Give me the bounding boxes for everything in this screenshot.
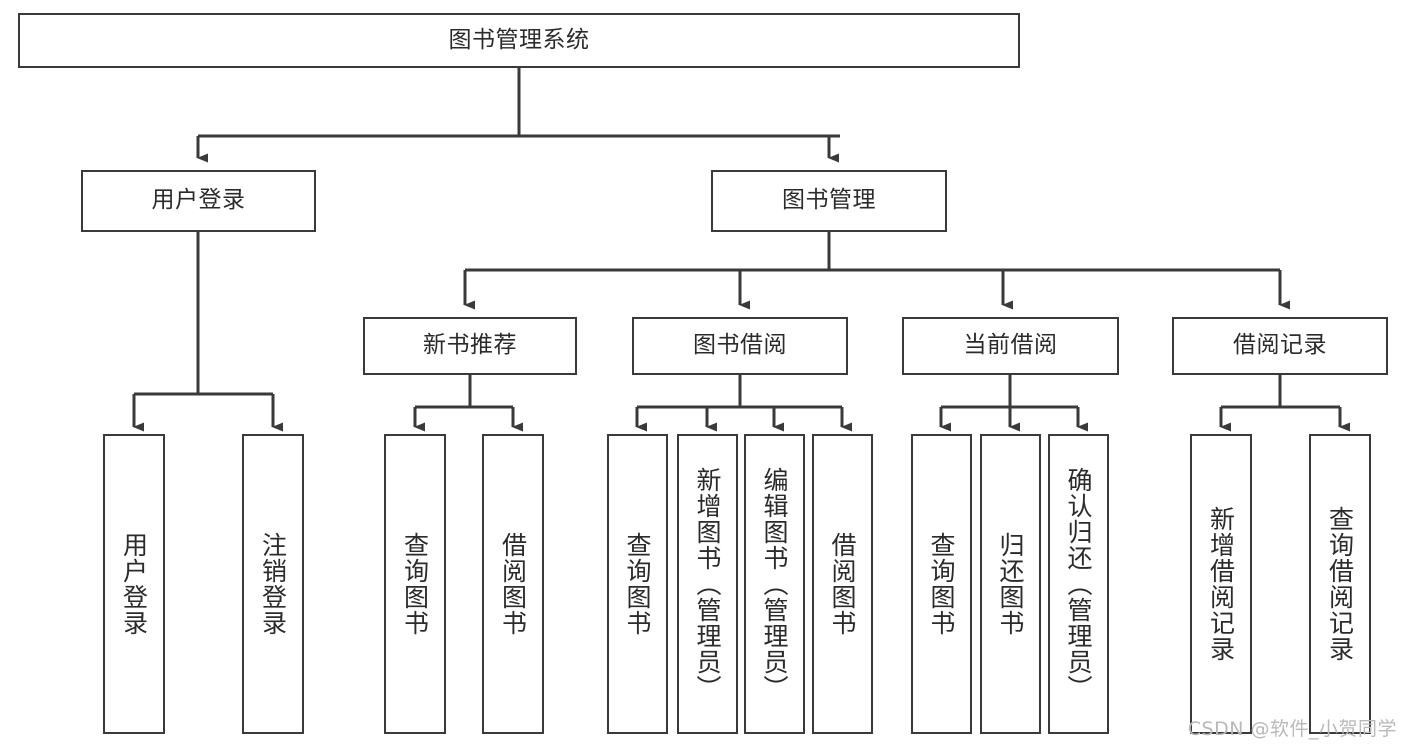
- node-root-label: 图书管理系统: [448, 26, 590, 53]
- leaf-current-borrow-2[interactable]: 归还图书: [980, 434, 1041, 734]
- node-book-borrow-label: 图书借阅: [693, 332, 787, 359]
- leaf-borrow-record-1[interactable]: 新增借阅记录: [1190, 434, 1252, 734]
- leaf-borrow-record-2[interactable]: 查询借阅记录: [1309, 434, 1371, 734]
- node-current-borrow[interactable]: 当前借阅: [902, 317, 1119, 375]
- leaf-user-login-2[interactable]: 注销登录: [242, 434, 304, 734]
- node-current-borrow-label: 当前借阅: [963, 332, 1058, 359]
- leaf-current-borrow-1-label: 查询图书: [927, 532, 956, 636]
- leaf-book-borrow-3-label: 编辑图书（管理员）: [760, 467, 789, 701]
- leaf-user-login-1[interactable]: 用户登录: [103, 434, 165, 734]
- leaf-current-borrow-1[interactable]: 查询图书: [911, 434, 972, 734]
- leaf-new-book-2[interactable]: 借阅图书: [482, 434, 544, 734]
- leaf-book-borrow-4[interactable]: 借阅图书: [812, 434, 873, 734]
- node-user-login[interactable]: 用户登录: [81, 170, 316, 232]
- leaf-book-borrow-2-label: 新增图书（管理员）: [693, 467, 722, 701]
- node-root[interactable]: 图书管理系统: [18, 13, 1020, 68]
- node-user-login-label: 用户登录: [151, 187, 246, 214]
- leaf-current-borrow-2-label: 归还图书: [996, 532, 1025, 636]
- node-borrow-record-label: 借阅记录: [1233, 332, 1327, 359]
- leaf-book-borrow-2[interactable]: 新增图书（管理员）: [677, 434, 738, 734]
- node-new-book-recommend-label: 新书推荐: [423, 332, 517, 359]
- leaf-current-borrow-3[interactable]: 确认归还（管理员）: [1048, 434, 1109, 734]
- leaf-book-borrow-4-label: 借阅图书: [828, 532, 857, 636]
- node-book-manage-label: 图书管理: [782, 187, 876, 214]
- leaf-new-book-1-label: 查询图书: [400, 532, 430, 636]
- leaf-new-book-1[interactable]: 查询图书: [384, 434, 446, 734]
- leaf-borrow-record-2-label: 查询借阅记录: [1325, 506, 1355, 662]
- leaf-current-borrow-3-label: 确认归还（管理员）: [1064, 467, 1093, 701]
- node-book-manage[interactable]: 图书管理: [711, 170, 947, 232]
- leaf-user-login-2-label: 注销登录: [258, 532, 288, 636]
- node-borrow-record[interactable]: 借阅记录: [1172, 317, 1388, 375]
- leaf-book-borrow-1[interactable]: 查询图书: [607, 434, 668, 734]
- leaf-book-borrow-3[interactable]: 编辑图书（管理员）: [744, 434, 805, 734]
- leaf-book-borrow-1-label: 查询图书: [623, 532, 652, 636]
- leaf-user-login-1-label: 用户登录: [119, 532, 149, 636]
- leaf-new-book-2-label: 借阅图书: [498, 532, 528, 636]
- leaf-borrow-record-1-label: 新增借阅记录: [1206, 506, 1236, 662]
- node-new-book-recommend[interactable]: 新书推荐: [363, 317, 577, 375]
- node-book-borrow[interactable]: 图书借阅: [632, 317, 848, 375]
